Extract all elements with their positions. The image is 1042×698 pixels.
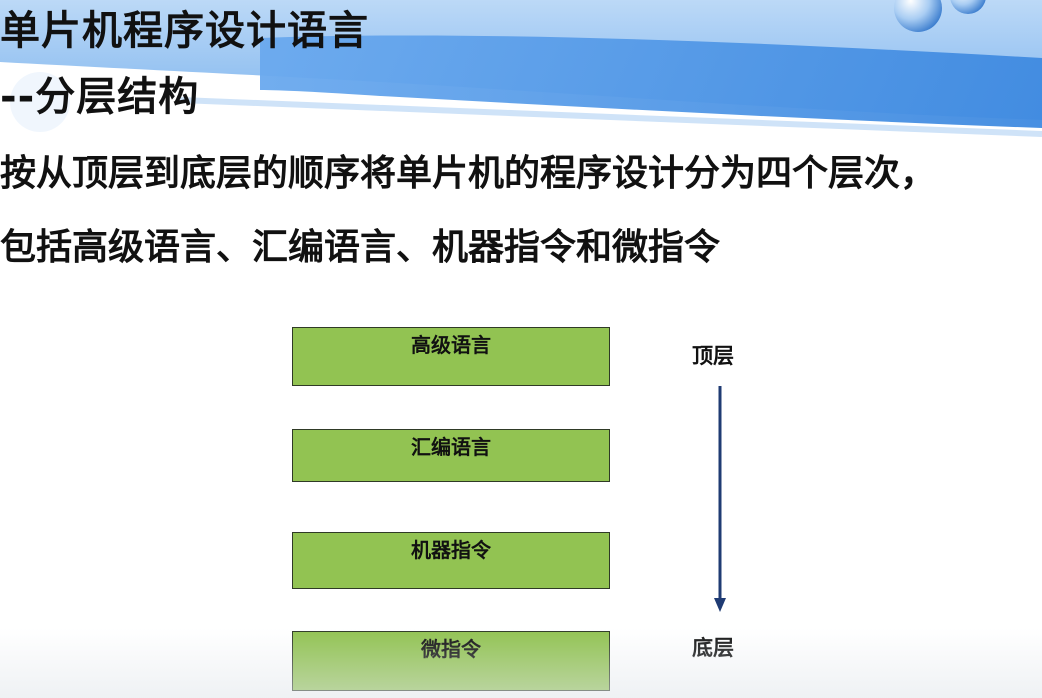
intro-text-line-1: 按从顶层到底层的顺序将单片机的程序设计分为四个层次， [0, 153, 937, 194]
layer-box-microinstructions: 微指令 [292, 631, 610, 691]
layer-label: 高级语言 [411, 333, 491, 357]
bottom-layer-label: 底层 [692, 636, 734, 660]
layer-box-machine-instructions: 机器指令 [292, 532, 610, 589]
layer-label: 微指令 [421, 637, 481, 661]
slide-title: 单片机程序设计语言 [0, 8, 369, 54]
layer-box-high-level-language: 高级语言 [292, 327, 610, 386]
layer-label: 汇编语言 [411, 435, 491, 459]
header-wave-graphic [0, 0, 1042, 150]
slide-subtitle: --分层结构 [0, 74, 200, 120]
layer-label: 机器指令 [411, 538, 491, 562]
top-layer-label: 顶层 [692, 344, 734, 368]
layer-box-assembly-language: 汇编语言 [292, 429, 610, 482]
intro-text-line-2: 包括高级语言、汇编语言、机器指令和微指令 [0, 227, 721, 268]
down-arrow-icon [714, 386, 726, 612]
header-banner [0, 0, 1042, 150]
